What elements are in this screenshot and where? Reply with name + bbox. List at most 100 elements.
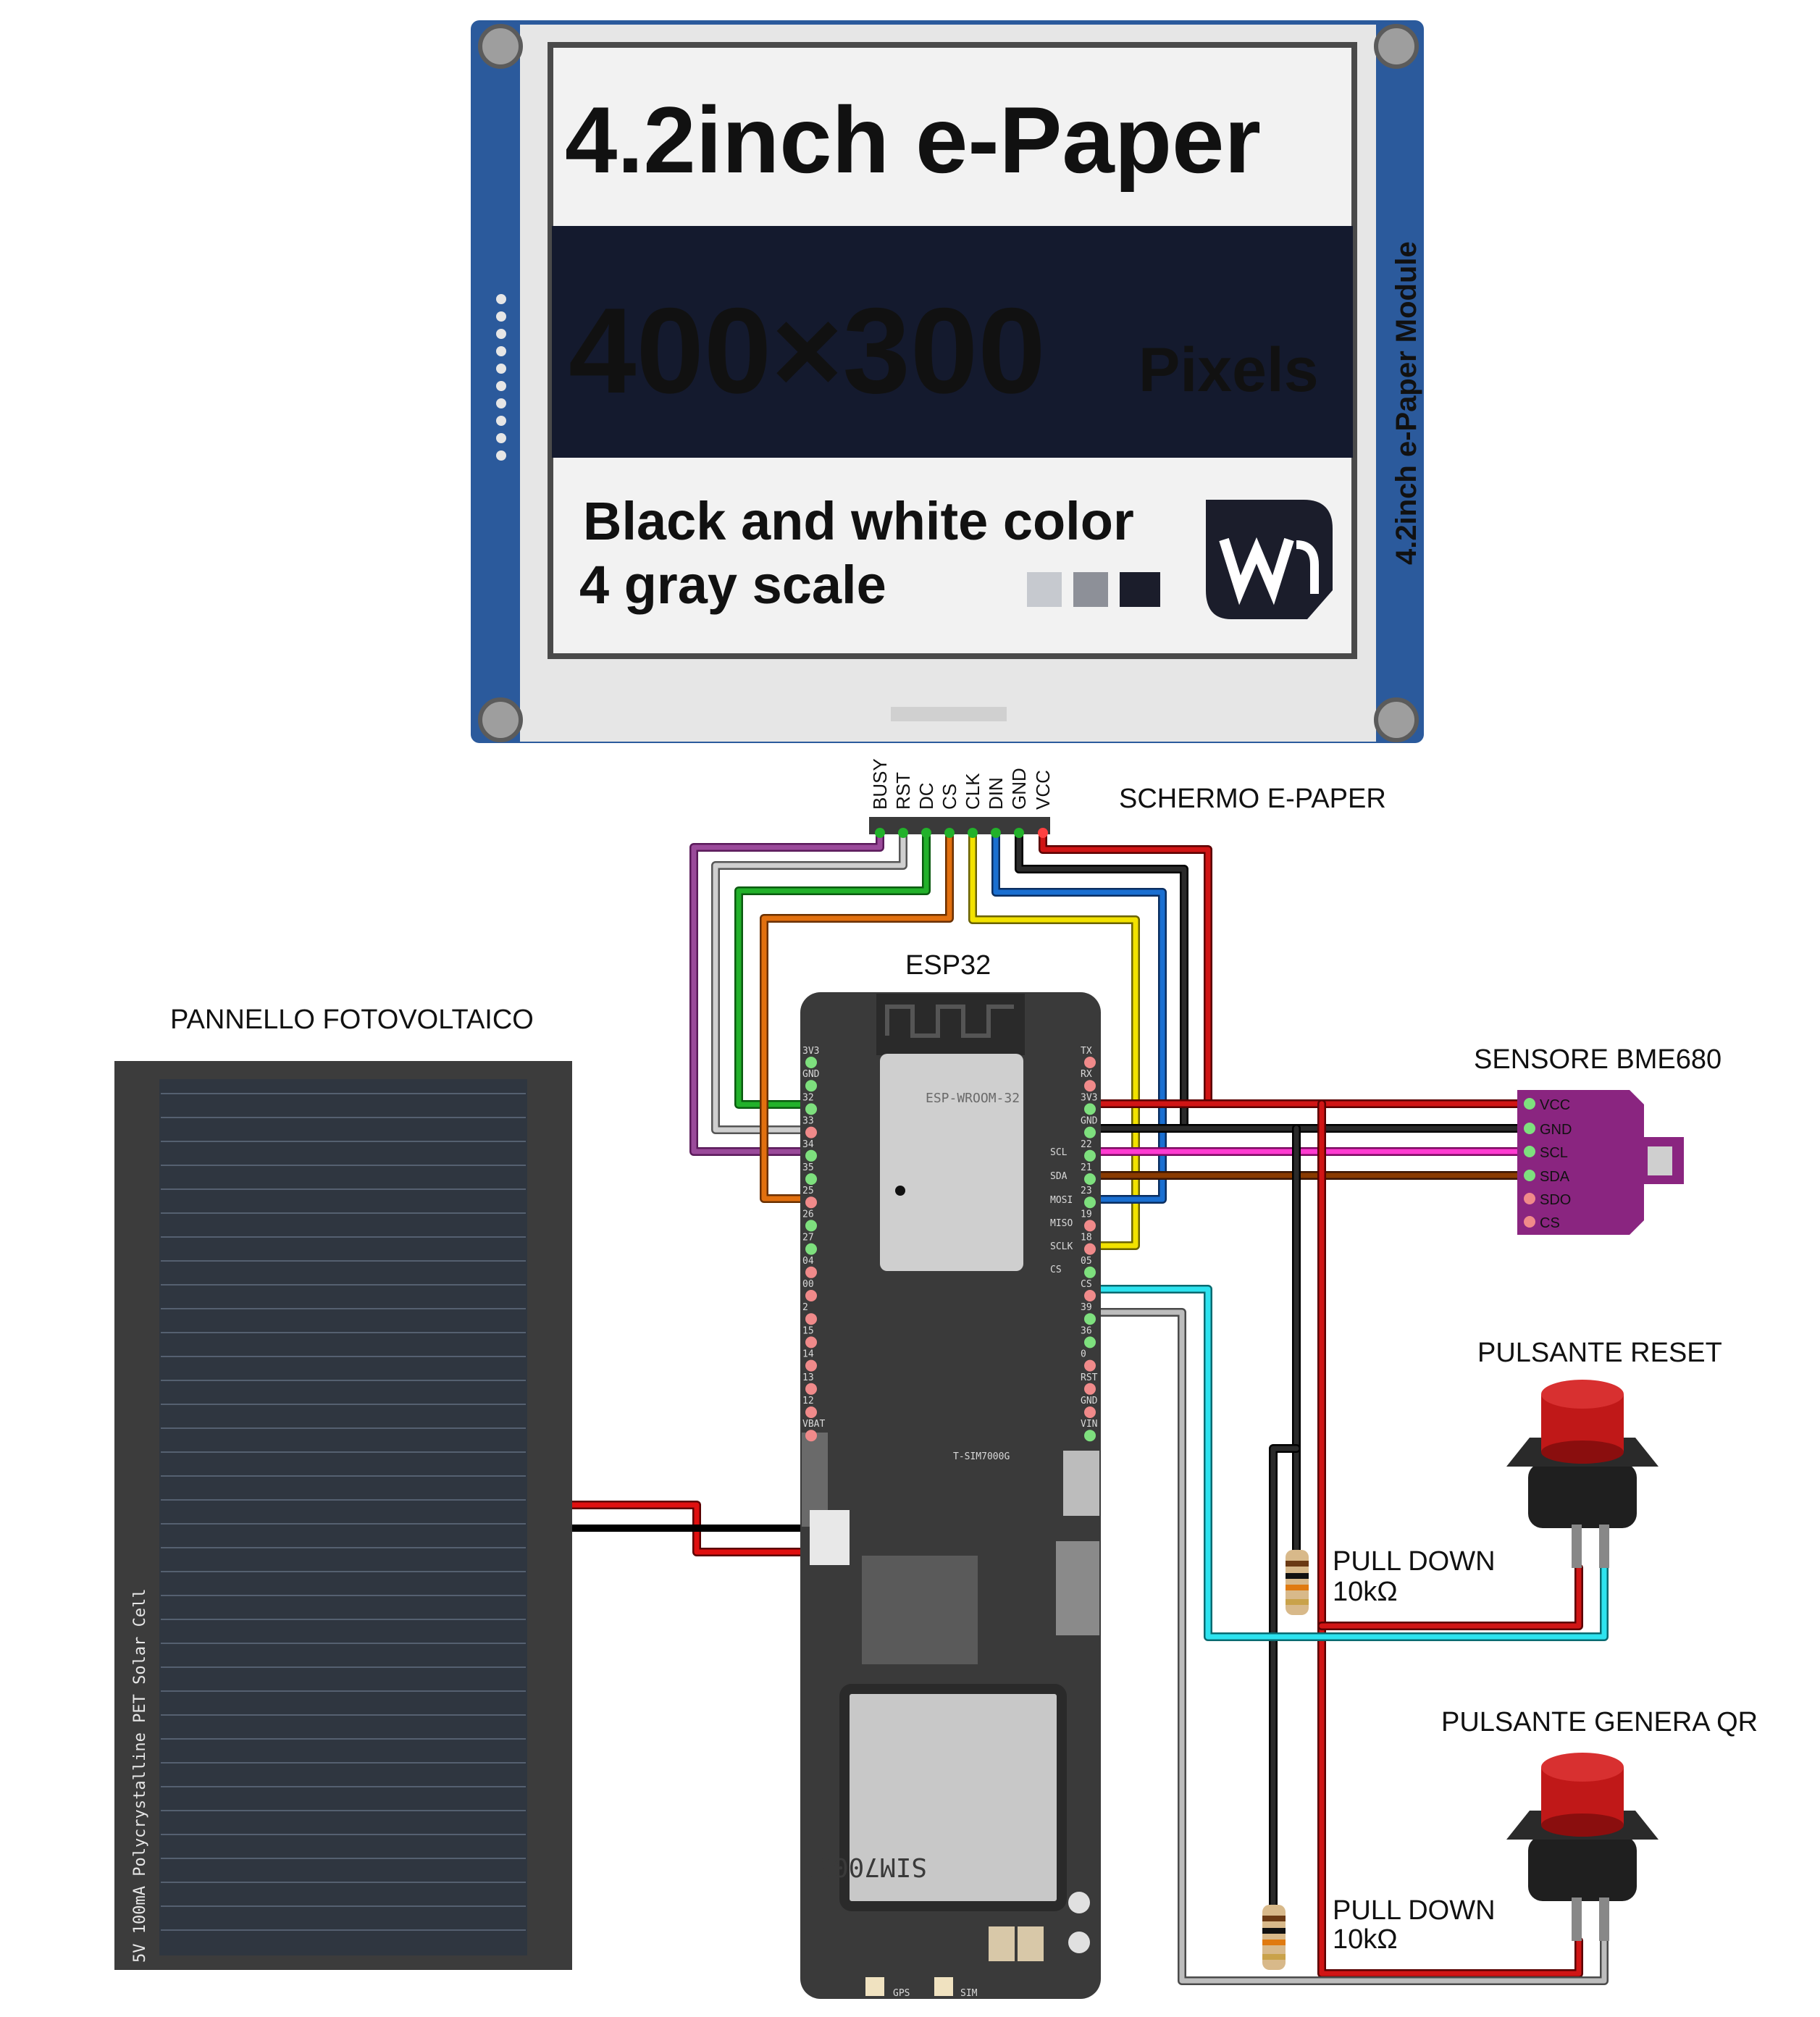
pulldown-resistor-2 <box>1262 1905 1286 1970</box>
board-pin <box>1084 1126 1096 1139</box>
antenna-area <box>876 994 1025 1055</box>
qr-title: PULSANTE GENERA QR <box>1441 1707 1758 1737</box>
board-pin-label: VBAT <box>802 1419 825 1430</box>
sensor-pin <box>1524 1216 1535 1228</box>
board-pin <box>1084 1080 1096 1092</box>
board-pin-label: CS <box>1081 1279 1092 1290</box>
board-pin-label: GND <box>1081 1396 1098 1406</box>
board-pin-label: 35 <box>802 1162 814 1173</box>
wire-din <box>991 832 1167 1204</box>
board-pin-label: RST <box>1081 1372 1098 1383</box>
board-pin <box>805 1243 817 1255</box>
gray-swatch-mid <box>1073 572 1108 607</box>
mount-screw-icon <box>478 24 523 69</box>
solar-panel: 5V 100mA Polycrystalline PET Solar Cell <box>114 1061 572 1970</box>
board-pin-label: 22 <box>1081 1139 1092 1150</box>
board-pin-label: 32 <box>802 1092 814 1103</box>
esp32-board: ESP-WROOM-32 SIM7000G T-SIM7000G GPS SIM <box>800 992 1101 1999</box>
board-pin <box>805 1313 817 1325</box>
epaper-flex-slot <box>891 707 1007 721</box>
board-pin <box>805 1103 817 1115</box>
board-pin-label: 04 <box>802 1256 814 1267</box>
sim-antenna-connector <box>934 1977 953 1996</box>
epaper-black-band <box>552 226 1353 458</box>
wire-cs <box>760 832 954 1203</box>
board-pin <box>1084 1149 1096 1162</box>
board-pin-label: GND <box>1081 1116 1098 1127</box>
wire-rst <box>711 832 907 1134</box>
board-function-label: SCL <box>1050 1147 1068 1158</box>
board-pin-label: 2 <box>802 1302 808 1313</box>
epaper-line2: 4 gray scale <box>579 555 886 615</box>
usb-port <box>1063 1451 1099 1516</box>
board-pin-label: GND <box>802 1069 820 1080</box>
board-pin-label: 34 <box>802 1139 814 1150</box>
reset-button-onboard[interactable] <box>1068 1932 1090 1953</box>
epaper-pixels-word: Pixels <box>1138 335 1319 405</box>
epaper-headline: 4.2inch e-Paper <box>565 87 1261 193</box>
solar-title: PANNELLO FOTOVOLTAICO <box>170 1005 534 1035</box>
sensor-pin-label: SDA <box>1540 1169 1570 1185</box>
epaper-side-connector <box>496 294 506 461</box>
gray-swatch-light <box>1027 572 1062 607</box>
epaper-pin-label: CLK <box>962 773 984 810</box>
wire-reset <box>1086 1285 1609 1641</box>
board-pin <box>805 1290 817 1301</box>
board-pin-label: 3V3 <box>802 1046 819 1057</box>
board-pin <box>805 1196 817 1209</box>
epaper-resolution: 400×300 <box>569 282 1046 419</box>
sensor-pin-label: SCL <box>1540 1145 1568 1161</box>
epaper-pin-label: CS <box>939 784 960 810</box>
board-right-pins: TXRX3V3GND222123191805CS39360RSTGNDVINSC… <box>1050 1046 1098 1442</box>
board-pin <box>1084 1220 1096 1232</box>
module-name: ESP-WROOM-32 <box>926 1091 1020 1106</box>
board-function-label: MISO <box>1050 1218 1073 1229</box>
sim7000g-label: SIM7000G <box>802 1852 927 1882</box>
esp32-title: ESP32 <box>905 950 991 981</box>
sensor-pin-label: SDO <box>1540 1192 1571 1208</box>
board-pin-label: 25 <box>802 1186 814 1196</box>
sensor-pin-label: GND <box>1540 1122 1572 1138</box>
board-name: T-SIM7000G <box>953 1451 1010 1462</box>
board-pin <box>1084 1103 1096 1115</box>
board-function-label: MOSI <box>1050 1195 1073 1206</box>
board-pin <box>1084 1243 1096 1255</box>
board-pin <box>1084 1336 1096 1349</box>
solar-cell-grid <box>161 1093 526 1931</box>
smd-part <box>1018 1926 1044 1961</box>
wire-clk <box>968 832 1140 1250</box>
board-pin-label: 13 <box>802 1372 814 1383</box>
board-pin <box>805 1173 817 1185</box>
board-pin <box>805 1149 817 1162</box>
board-pin-label: 23 <box>1081 1186 1092 1196</box>
board-pin-label: 3V3 <box>1081 1092 1097 1103</box>
solar-cell-text: 5V 100mA Polycrystalline PET Solar Cell <box>131 1588 149 1963</box>
sim-slot <box>862 1556 978 1664</box>
board-pin <box>805 1383 817 1395</box>
epaper-pin-label: RST <box>892 772 914 810</box>
board-pin <box>1084 1290 1096 1301</box>
pulldown1-line2: 10kΩ <box>1333 1577 1398 1607</box>
reset-pushbutton[interactable] <box>1506 1380 1658 1568</box>
boot-button[interactable] <box>1068 1892 1090 1913</box>
bme680-sensor <box>1517 1090 1684 1235</box>
pulldown2-line1: PULL DOWN <box>1333 1895 1496 1926</box>
qr-pushbutton[interactable] <box>1506 1753 1658 1941</box>
board-pin-label: 39 <box>1081 1302 1092 1313</box>
board-pin-label: RX <box>1081 1069 1092 1080</box>
board-pin <box>805 1336 817 1349</box>
epaper-pin-label: GND <box>1008 768 1030 810</box>
board-pin-label: 19 <box>1081 1209 1092 1220</box>
board-function-label: CS <box>1050 1265 1062 1275</box>
board-pin <box>805 1359 817 1372</box>
wire-qr <box>1086 1308 1609 1985</box>
board-pin-label: 26 <box>802 1209 814 1220</box>
sensor-pin <box>1524 1146 1535 1157</box>
board-pin-label: 00 <box>802 1279 814 1290</box>
epaper-pin-label: DIN <box>985 777 1007 810</box>
sensor-pin <box>1524 1170 1535 1181</box>
board-pin <box>805 1220 817 1232</box>
